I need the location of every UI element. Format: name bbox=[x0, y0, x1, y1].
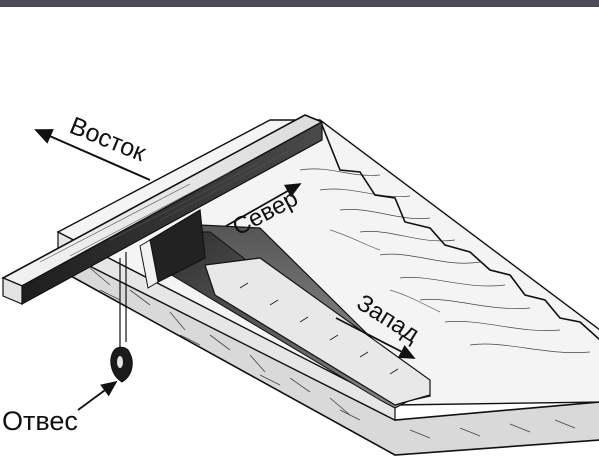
east-arrow bbox=[34, 129, 151, 181]
plumb-label: Отвес bbox=[2, 406, 78, 436]
north-arrow bbox=[225, 183, 302, 227]
east-label: Восток bbox=[66, 112, 151, 168]
west-arrow bbox=[335, 317, 416, 359]
surface-texture bbox=[299, 168, 591, 353]
trench bbox=[158, 224, 432, 409]
top-border-bar bbox=[0, 0, 599, 7]
east-beam bbox=[1, 114, 324, 306]
shaft bbox=[139, 209, 206, 289]
terrain-edge bbox=[319, 119, 599, 341]
plumb-bob bbox=[110, 252, 133, 383]
plumb-arrow bbox=[77, 380, 118, 411]
